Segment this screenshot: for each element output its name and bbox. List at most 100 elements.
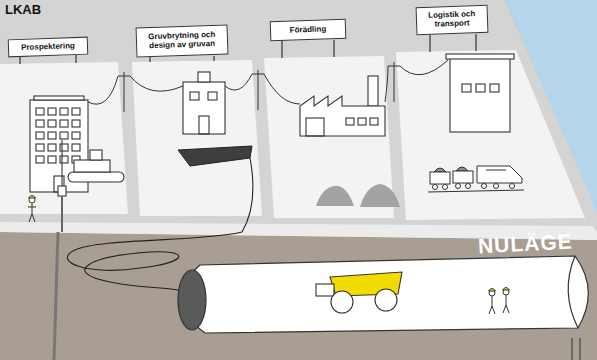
mine-truck-part (316, 284, 334, 296)
power-lines-part (124, 72, 125, 112)
sign-text: Förädling (290, 25, 327, 35)
section-heading: NULÄGE (477, 230, 573, 259)
drill-rig-part (54, 232, 58, 360)
mine-truck-part (375, 289, 397, 311)
office-building-part-part (72, 108, 80, 115)
logistics-building-part (490, 84, 499, 92)
train-part (456, 184, 461, 189)
train-part (482, 184, 487, 189)
mine-tunnel-part (568, 256, 578, 328)
worker-figure-part (29, 196, 36, 199)
panels-part (396, 50, 585, 220)
logistics-building (446, 54, 514, 132)
train-part (466, 184, 471, 189)
support-lines (572, 338, 580, 360)
panels-part (132, 60, 262, 216)
factory-part (300, 96, 385, 136)
office-building-part-part (60, 120, 68, 127)
worker-figure (28, 196, 36, 223)
office-building-part-part (48, 108, 56, 115)
train (428, 166, 524, 192)
mine-truck-part (331, 291, 353, 313)
office-building-part-part (36, 120, 44, 127)
factory-part (370, 118, 378, 125)
office-building-part-part (36, 132, 44, 139)
power-lines-part (252, 74, 264, 75)
ore-piles (316, 184, 400, 207)
sign-posts (20, 34, 476, 64)
worker-figures-part (503, 305, 506, 313)
office-building-part-part (72, 120, 80, 127)
platform-top (0, 0, 597, 240)
worker-figures-part (506, 305, 509, 313)
logistics-building-part (446, 54, 514, 59)
worker-figure-part (28, 207, 36, 208)
worker-figures-part (489, 289, 496, 292)
power-lines-part (225, 74, 252, 90)
worker-figures-part (492, 306, 495, 314)
office-building-part-part (60, 108, 68, 115)
company-name: LKAB (5, 2, 41, 17)
factory-part (306, 118, 324, 136)
drill-rig-part (74, 160, 110, 172)
worker-figure-part (32, 214, 35, 222)
worker-figures-part (503, 288, 510, 291)
train-part (443, 185, 448, 190)
worker-figures-part (492, 296, 493, 306)
power-lines-part (388, 66, 400, 67)
power-lines-part (118, 76, 130, 77)
sign-text: Prospektering (21, 42, 75, 53)
sign-posts-part (213, 56, 214, 61)
power-lines-part (400, 60, 448, 75)
power-lines (88, 60, 448, 112)
office-building-part-part (60, 144, 68, 151)
drill-rig-part (61, 140, 62, 186)
panels (0, 50, 585, 220)
sign-posts-part (19, 56, 20, 64)
support-lines-part (571, 338, 572, 360)
train-part (456, 167, 468, 171)
train-part (433, 185, 438, 190)
mine-shaft-opening (178, 146, 252, 166)
logistics-building-part (476, 84, 485, 92)
mine-truck (316, 272, 402, 313)
mine-tunnel (178, 256, 588, 333)
train-part (494, 184, 499, 189)
sign-board: Förädling (270, 19, 347, 42)
power-lines-part (385, 66, 388, 102)
mine-building-part (198, 72, 210, 82)
factory (300, 76, 385, 136)
sign-board: Prospektering (8, 37, 89, 58)
sign-board: Gruvbrytning och design av gruvan (136, 24, 229, 57)
ore-piles-part (316, 186, 354, 206)
sign-text: Logistik och transport (420, 10, 485, 30)
office-building-part (34, 96, 84, 100)
drill-rig-part (58, 186, 66, 196)
power-lines-part (264, 74, 300, 104)
drill-rig-part (90, 150, 102, 160)
logistics-building-part (462, 84, 471, 92)
mine-building-part (183, 82, 225, 134)
office-building-part-part (36, 144, 44, 151)
factory-part (358, 118, 366, 125)
drill-rig-part (61, 196, 63, 232)
mine-building-part (208, 92, 217, 100)
factory-part (368, 76, 378, 106)
office-building-part-part (60, 132, 68, 139)
support-lines-part (579, 338, 580, 360)
drill-rig-part (68, 172, 124, 182)
train-part (486, 170, 506, 171)
sign-posts-part (333, 40, 334, 57)
power-lines-part (394, 62, 395, 102)
ore-piles-part (360, 184, 400, 207)
mine-building-part (190, 92, 199, 100)
drill-rig (54, 140, 124, 360)
mine-building (183, 72, 225, 134)
train-part (430, 172, 450, 184)
logistics-building-part (450, 58, 510, 132)
train-part (434, 168, 446, 172)
sign-posts-part (75, 54, 76, 63)
